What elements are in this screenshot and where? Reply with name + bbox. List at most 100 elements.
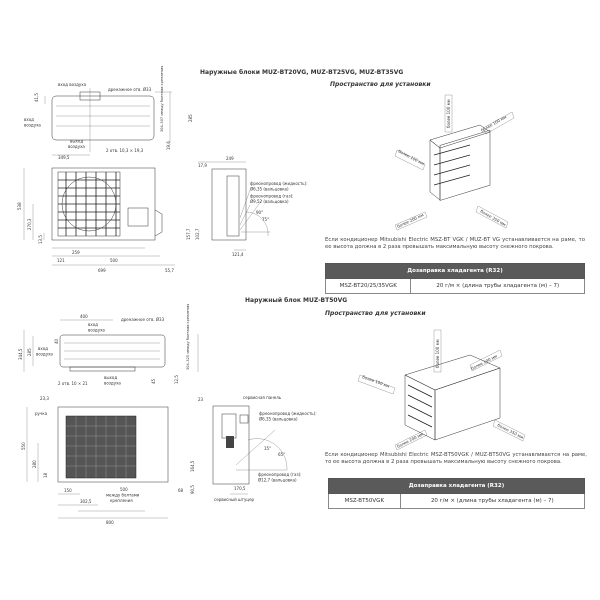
s1-dim: 121,4 [232,252,244,257]
s1-air-in-top: вход воздуха [58,82,87,87]
s1-top-view: вход воздуха дренажное отв. Ø33 вход воз… [24,66,193,160]
table-formula: 20 г/м × (длина трубы хладагента (м) – 7… [399,493,586,509]
s1-air-out-2: воздуха [68,144,85,149]
s2-dim: 400 [80,314,88,319]
s2-dim: 285 [27,348,32,356]
s2-dim: 68 [178,488,184,493]
s1-air-out-1: выход [70,139,83,144]
s2-dim: 150 [64,488,72,493]
s1-clearance-back: более 100 мм [480,114,507,133]
section1-note: Если кондиционер Mitsubishi Electric MSZ… [325,237,585,250]
section1-refrigerant-table: Дозаправка хладагента (R32) MSZ-BT20/25/… [324,263,585,294]
s2-pipe-gas-1: фреонопровод (газ): [258,472,302,477]
s2-dim: 65° [278,452,285,457]
s1-dim: 500 [110,258,118,263]
s2-dim: 164,5 [190,460,195,472]
s1-air-in-left-2: воздуха [24,123,41,128]
s1-dim: 13,5 [38,235,43,244]
s2-isometric-unit: более 100 мм более 100 мм более 100 мм б… [357,329,526,451]
s2-pipe-liquid-1: фреонопровод (жидкость): [259,411,317,416]
s2-pipe-liquid-2: Ø6,35 (вальцовка) [259,417,298,422]
s2-bolt-500-1: 500 [120,487,128,492]
s2-drain: дренажное отв. Ø33 [121,317,165,322]
s2-dim: 40 [54,338,59,344]
s1-dim: 121 [57,258,65,263]
section2-space-title: Пространство для установки [325,310,426,317]
table-model: MSZ-BT50VGK [328,493,401,509]
s2-dim: 15° [264,446,271,451]
s2-clearance-front: более 200 мм [396,431,424,448]
s2-clearance-back: более 100 мм [470,353,498,370]
s2-air-in-left-2: воздуха [36,352,53,357]
section1-space-title: Пространство для установки [330,81,431,88]
s1-dim: 699 [98,268,106,273]
s2-bolts: 304–325 между болтами крепления [186,304,190,370]
table-header: Дозаправка хладагента (R32) [328,478,585,494]
s2-front-view: 23,3 ручка 550 280 18 150 302,5 500 межд… [21,396,184,525]
s2-air-in-left-1: вход [38,346,48,351]
s2-dim: 170,5 [234,486,246,491]
s2-air-in-top-1: вход [88,322,98,327]
s2-dim: 45 [151,378,156,384]
s2-dim: 280 [32,460,37,468]
s2-dim: 344,5 [18,348,23,360]
table-header: Дозаправка хладагента (R32) [325,263,585,279]
s2-top-view: 400 дренажное отв. Ø33 вход воздуха вход… [18,304,199,386]
s1-pipe-gas-1: фреонопровод (газ): [250,194,294,199]
s1-clearance-top: более 100 мм [446,99,451,128]
s1-dim: 270,3 [27,218,32,230]
s2-dim: 302,5 [80,499,92,504]
s2-service-panel: сервисная панель [243,395,282,400]
s1-isometric-unit: более 100 мм более 100 мм более 100 мм б… [394,94,515,231]
s2-bolt-500-2: между болтами [106,493,140,498]
s2-mount-holes: 2 отв. 10 × 21 [58,381,88,386]
s1-mount-holes: 2 отв. 10,3 × 19,3 [106,148,144,153]
table-model: MSZ-BT20/25/35VGK [324,278,412,294]
s1-pipe-liquid-2: Ø6,35 (вальцовка) [250,187,289,192]
s2-clearance-top: более 100 мм [435,339,440,368]
s2-clearance-right: более 350 мм [497,422,525,439]
section2-refrigerant-table: Дозаправка хладагента (R32) MSZ-BT50VGK … [328,478,586,509]
s2-air-out-1: выход [104,375,117,380]
s1-dim: 55,7 [165,268,174,273]
section2-title: Наружный блок MUZ-BT50VG [245,297,348,304]
s1-dim: 157,7 [186,228,191,240]
s1-clearance-front: более 200 мм [396,212,424,229]
s1-dim: 102,7 [195,228,200,240]
s1-pipe-liquid-1: фреонопровод (жидкость): [250,181,308,186]
s1-front-view: 538 270,3 13,5 259 121 500 699 55,7 [17,167,175,273]
s1-dim: 249 [226,156,234,161]
s1-clearance-right: более 350 мм [480,209,507,228]
s1-side-view: 17,9 249 157,7 102,7 121,4 90° 75° фреон… [186,156,308,257]
s2-dim: 800 [106,520,114,525]
s2-clearance-left: более 100 мм [362,374,391,388]
s2-dim: 12,5 [174,375,179,384]
s1-dim: 17,9 [198,163,207,168]
s1-dim: 349,5 [58,155,70,160]
s1-dim: 285 [188,114,193,122]
s1-clearance-left: более 100 мм [398,148,426,166]
section2-note: Если кондиционер Mitsubishi Electric MSZ… [325,452,587,465]
s2-dim: 23 [198,397,204,402]
s2-dim: 90,5 [190,485,195,494]
s2-dim: 23,3 [40,396,49,401]
s1-dim: 90° [256,210,263,215]
s1-dim: 259 [72,250,80,255]
s2-handle: ручка [35,411,48,416]
s1-pipe-gas-2: Ø9,52 (вальцовка) [250,199,289,204]
s2-service-port: сервисный штуцер [214,497,255,502]
s1-dim: 41,5 [34,93,39,102]
s1-dim: 19,6 [166,141,171,150]
s1-drain: дренажное отв. Ø33 [108,87,152,92]
s1-dim: 538 [17,202,22,210]
s2-dim: 550 [21,442,26,450]
s1-dim: 75° [262,217,269,222]
s1-air-in-left-1: вход [24,117,34,122]
s2-air-out-2: воздуха [104,381,121,386]
s2-dim: 18 [43,472,48,478]
s2-side-view: 23 сервисная панель фреонопровод (жидкос… [190,395,317,502]
s1-bolts: 304–307 между болтами крепления [160,66,164,132]
section1-title: Наружные блоки MUZ-BT20VG, MUZ-BT25VG, M… [200,69,404,76]
s2-bolt-500-3: крепления [110,498,133,503]
